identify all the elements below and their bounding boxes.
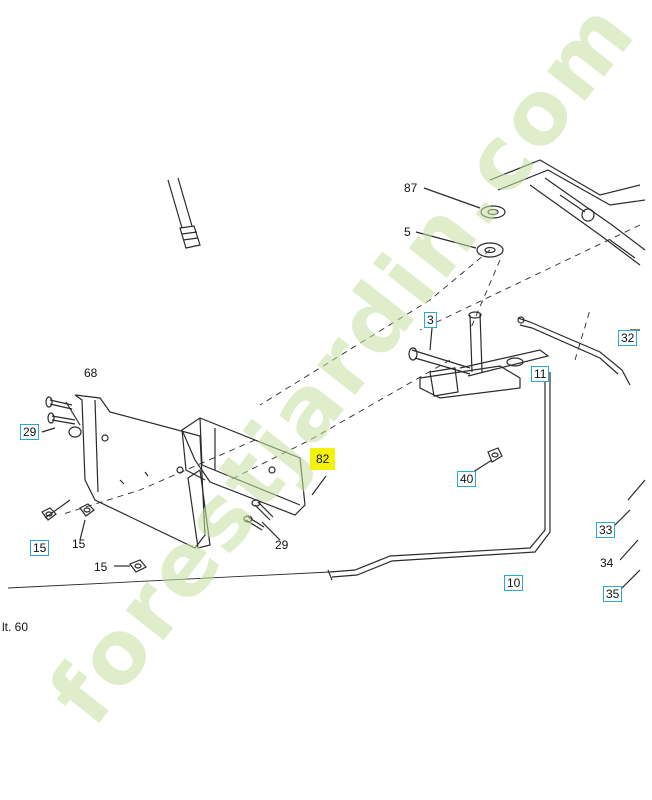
label-35: 35 xyxy=(603,586,623,602)
label-68: 68 xyxy=(84,366,98,380)
label-32: 32 xyxy=(618,330,638,346)
rod-32 xyxy=(517,316,631,386)
nut-15-b xyxy=(79,503,95,517)
label-3: 3 xyxy=(424,312,437,328)
mounting-plate-68 xyxy=(74,394,206,549)
caption-fragment: lt. 60 xyxy=(2,620,29,634)
label-40: 40 xyxy=(457,471,477,487)
pivot-shaft-assembly xyxy=(408,311,550,399)
washer-87 xyxy=(480,205,506,219)
label-29-left: 29 xyxy=(20,424,40,440)
label-82: 82 xyxy=(310,448,336,470)
steering-shaft xyxy=(167,177,201,249)
label-87: 87 xyxy=(404,181,418,195)
washer-5 xyxy=(476,242,504,258)
label-11: 11 xyxy=(531,366,550,382)
label-15-bottom: 15 xyxy=(94,560,108,574)
nut-15-a xyxy=(41,507,57,521)
bracket-82 xyxy=(181,417,306,549)
nut-40 xyxy=(487,447,503,463)
bolts-29-center xyxy=(243,499,274,531)
label-33: 33 xyxy=(596,522,616,538)
frame-rail xyxy=(489,159,646,266)
label-29-center: 29 xyxy=(275,538,289,552)
label-34: 34 xyxy=(600,556,614,570)
label-5: 5 xyxy=(404,225,411,239)
label-15-center: 15 xyxy=(72,537,86,551)
nut-15-c xyxy=(129,559,147,573)
label-15-left: 15 xyxy=(30,540,50,556)
bolts-29 xyxy=(45,396,82,438)
label-10: 10 xyxy=(504,575,524,591)
